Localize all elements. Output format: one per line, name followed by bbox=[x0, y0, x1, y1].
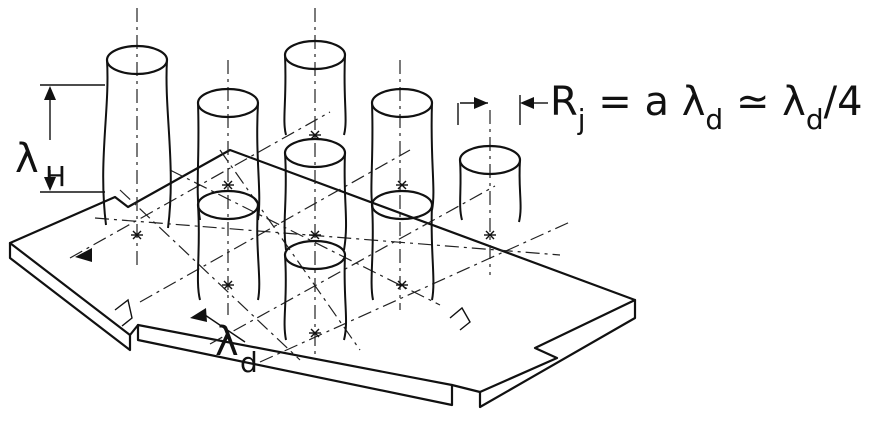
rj-lambda-d-subscript-1: d bbox=[705, 103, 723, 136]
rj-subscript: j bbox=[577, 103, 586, 136]
rj-approx-lambda: ≃ λ bbox=[723, 79, 806, 125]
rj-lambda-d-subscript-2: d bbox=[806, 103, 824, 136]
rj-equals-a-lambda: = a λ bbox=[586, 79, 706, 125]
lambda-h-subscript: H bbox=[45, 160, 66, 193]
jet-column-5 bbox=[458, 144, 522, 223]
jet-column-tall bbox=[102, 44, 172, 229]
lambda-h-symbol: λ bbox=[15, 136, 39, 182]
jet-column-7 bbox=[370, 189, 435, 301]
jet-column-2 bbox=[283, 39, 347, 136]
lambda-h-dimension bbox=[40, 84, 105, 193]
jet-column-8 bbox=[283, 239, 348, 341]
rj-symbol: R bbox=[550, 79, 578, 125]
lambda-d-symbol: λ bbox=[215, 319, 239, 365]
jet-column-4 bbox=[283, 137, 348, 251]
grid-node-markers bbox=[131, 130, 496, 338]
jet-axis-lines bbox=[136, 8, 491, 355]
lambda-d-subscript: d bbox=[240, 346, 258, 379]
rj-over-four: /4 bbox=[824, 79, 863, 125]
lambda-d-dimension bbox=[75, 248, 246, 343]
jet-column-6 bbox=[196, 189, 261, 301]
grid-centerlines bbox=[69, 111, 571, 363]
rj-formula: Rj = a λd ≃ λd/4 bbox=[550, 79, 863, 136]
base-plate bbox=[8, 148, 637, 409]
rj-dimension bbox=[457, 95, 548, 125]
